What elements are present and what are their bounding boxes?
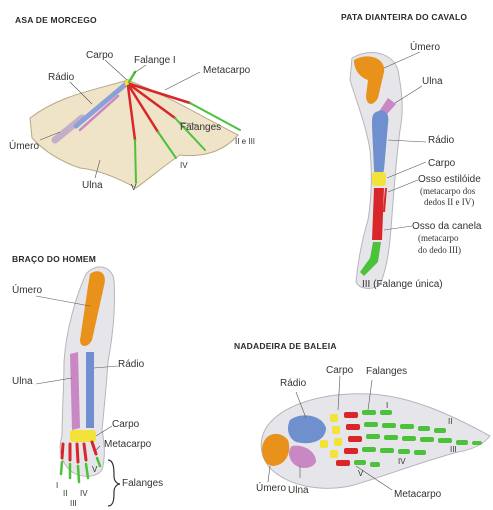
whale-panel-title: NADADEIRA DE BALEIA: [234, 341, 337, 351]
horse-label-falange-unica: III (Falange única): [362, 279, 443, 290]
human-label-radio: Rádio: [118, 359, 144, 370]
horse-cannon: [372, 188, 384, 240]
bat-label-ulna: Ulna: [82, 180, 103, 191]
bat-label-radio: Rádio: [48, 72, 74, 83]
whale-label-iii: III: [450, 446, 457, 455]
bat-label-falange1: Falange I: [134, 55, 176, 66]
bat-label-metacarpo: Metacarpo: [203, 65, 250, 76]
bat-label-ii-iii: II e III: [235, 138, 255, 147]
whale-flipper-drawing: [261, 376, 490, 490]
human-label-i: I: [56, 482, 58, 491]
horse-label-canela-note1: (metacarpo: [418, 234, 458, 244]
whale-label-ii: II: [448, 418, 452, 427]
whale-label-umero: Úmero: [256, 483, 286, 494]
human-label-ii: II: [63, 490, 67, 499]
human-label-carpo: Carpo: [112, 419, 139, 430]
whale-label-carpo: Carpo: [326, 365, 353, 376]
human-label-iv: IV: [80, 490, 88, 499]
human-radius: [86, 352, 94, 428]
human-label-umero: Úmero: [12, 285, 42, 296]
whale-label-i: I: [386, 402, 388, 411]
horse-label-osso-estiloide: Osso estilóide: [418, 174, 481, 185]
whale-label-radio: Rádio: [280, 378, 306, 389]
horse-label-estiloide-note1: (metacarpo dos: [420, 187, 475, 197]
horse-leg-drawing: [350, 52, 426, 288]
horse-label-osso-canela: Osso da canela: [412, 221, 482, 232]
horse-carpus: [372, 172, 386, 186]
horse-label-ulna: Ulna: [422, 76, 443, 87]
horse-label-umero: Úmero: [410, 42, 440, 53]
human-label-v: V: [92, 466, 97, 475]
human-carpus: [70, 430, 96, 442]
horse-label-radio: Rádio: [428, 135, 454, 146]
bat-label-iv: IV: [180, 162, 188, 171]
horse-panel-title: PATA DIANTEIRA DO CAVALO: [341, 12, 467, 22]
horse-label-canela-note2: do dedo III): [418, 246, 461, 256]
whale-label-v: V: [358, 470, 363, 479]
human-label-iii: III: [70, 500, 77, 509]
bat-label-carpo: Carpo: [86, 50, 113, 61]
horse-label-carpo: Carpo: [428, 158, 455, 169]
bat-thumb: [129, 72, 135, 82]
whale-label-iv: IV: [398, 458, 406, 467]
human-label-metacarpo: Metacarpo: [104, 439, 151, 450]
whale-label-ulna: Ulna: [288, 485, 309, 496]
bat-label-umero: Úmero: [9, 141, 39, 152]
human-panel-title: BRAÇO DO HOMEM: [12, 254, 96, 264]
human-falanges-brace: [108, 460, 120, 506]
whale-label-metacarpo: Metacarpo: [394, 489, 441, 500]
bat-label-v: V: [131, 184, 136, 193]
bat-label-falanges: Falanges: [180, 122, 221, 133]
human-label-ulna: Ulna: [12, 376, 33, 387]
whale-label-falanges: Falanges: [366, 366, 407, 377]
human-arm-drawing: [36, 267, 120, 506]
human-label-falanges: Falanges: [122, 478, 163, 489]
bat-panel-title: ASA DE MORCEGO: [15, 15, 97, 25]
horse-label-estiloide-note2: dedos II e IV): [424, 198, 474, 208]
